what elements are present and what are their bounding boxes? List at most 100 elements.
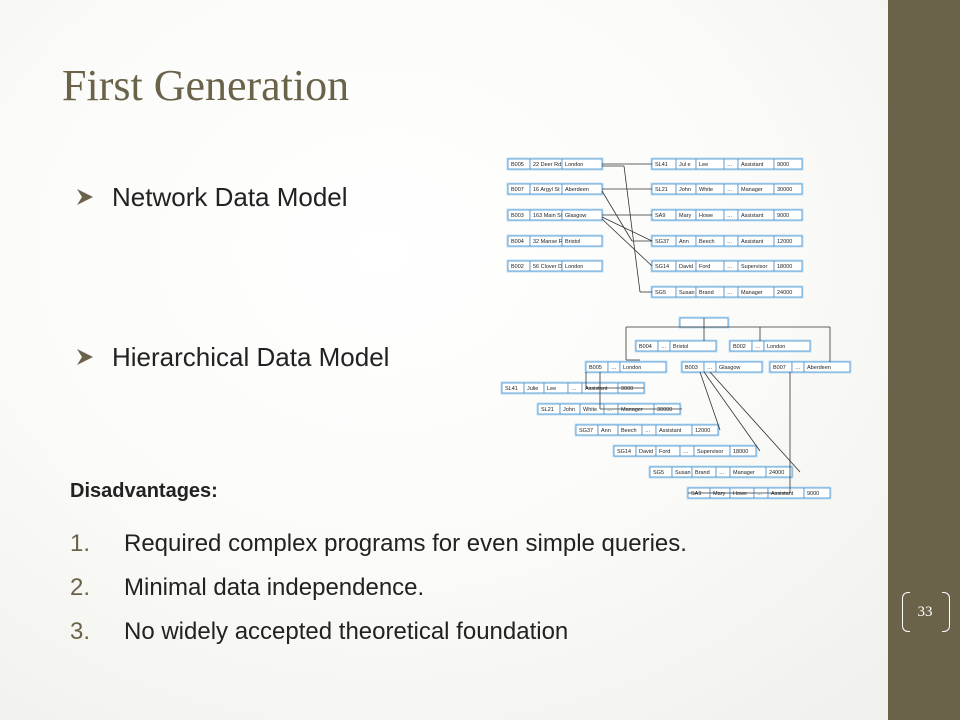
record-cell-text: Brand (699, 290, 714, 296)
connector-line (601, 190, 633, 242)
record-cell (803, 361, 851, 373)
record-cell-text: Ann (679, 239, 689, 245)
record-cell-text: SL41 (505, 386, 518, 392)
record-cell-text: … (727, 213, 733, 219)
record-cell-text: Assistant (585, 386, 608, 392)
record-cell (561, 235, 603, 247)
record-cell-text: David (679, 264, 693, 270)
record-cell-text: London (565, 162, 583, 168)
record-cell-text: SG37 (579, 428, 593, 434)
record-cell (619, 361, 667, 373)
record-cell (803, 487, 831, 499)
record-cell-text: Ford (659, 449, 670, 455)
record-cell-text: Supervisor (697, 449, 723, 455)
record-cell-text: … (683, 449, 689, 455)
record-cell-text: SG14 (617, 449, 631, 455)
record-cell-text: Aberdeen (807, 365, 831, 371)
record-cell-text: 16 Argyl St (533, 187, 560, 193)
list-item: 1. Required complex programs for even si… (70, 522, 687, 566)
connector-line (601, 218, 653, 267)
record-cell-text: Mary (679, 213, 691, 219)
record-cell-text: 9000 (777, 213, 789, 219)
record-cell-text: Supervisor (741, 264, 767, 270)
record-cell-text: B002 (511, 264, 524, 270)
record-cell-text: B003 (511, 213, 524, 219)
record-cell-text: London (565, 264, 583, 270)
record-cell-text: Ann (601, 428, 611, 434)
page-number-bracket-left (902, 592, 910, 632)
record-cell-text: Bristol (565, 239, 580, 245)
record-cell-text: Howe (733, 491, 747, 497)
record-cell-text: 18000 (733, 449, 748, 455)
record-cell-text: 24000 (777, 290, 792, 296)
record-cell-text: 22 Deer Rd (533, 162, 561, 168)
record-cell-text: SA9 (691, 491, 701, 497)
record-cell-text: Jul e (679, 162, 691, 168)
record-cell-text: 30000 (777, 187, 792, 193)
record-cell-text: Brand (695, 470, 710, 476)
record-cell (773, 235, 803, 247)
record-cell (773, 286, 803, 298)
record-cell-text: White (699, 187, 713, 193)
record-cell-text: … (727, 239, 733, 245)
record-cell (773, 209, 803, 221)
record-cell (765, 466, 793, 478)
record-cell-text: Mary (713, 491, 725, 497)
record-cell-text: … (707, 365, 713, 371)
record-cell-text: Manager (621, 407, 643, 413)
record-cell-text: … (757, 491, 763, 497)
record-cell-text: 163 Main St (533, 213, 563, 219)
record-cell-text: SG5 (655, 290, 666, 296)
arrow-right-icon (74, 186, 100, 208)
record-cell-text: White (583, 407, 597, 413)
connector-line (699, 371, 721, 431)
connector-line (601, 216, 653, 242)
branch-record: B007…Aberdeen (768, 360, 852, 374)
record-cell-text: Bristol (673, 344, 688, 350)
record-cell-text: … (611, 365, 617, 371)
record-cell-text: Ford (699, 264, 710, 270)
list-item: 3. No widely accepted theoretical founda… (70, 610, 687, 654)
slide-title: First Generation (62, 61, 350, 110)
record-cell-text: Assistant (741, 239, 764, 245)
record-cell (729, 445, 757, 457)
record-cell-text: 24000 (769, 470, 784, 476)
record-cell-text: … (571, 386, 577, 392)
record-cell-text: SA9 (655, 213, 665, 219)
record-cell-text: Manager (741, 290, 763, 296)
record-cell-text: Beech (699, 239, 715, 245)
record-cell-text: … (727, 264, 733, 270)
record-cell-text: B005 (589, 365, 602, 371)
record-cell-text: B002 (733, 344, 746, 350)
branch-record: B003…Glasgow (680, 360, 764, 374)
record-cell-text: … (795, 365, 801, 371)
arrow-right-icon (74, 346, 100, 368)
record-cell-text: SG37 (655, 239, 669, 245)
record-cell-text: Aberdeen (565, 187, 589, 193)
record-cell-text: 12000 (777, 239, 792, 245)
record-cell-text: Lee (699, 162, 708, 168)
record-cell-text: B004 (639, 344, 652, 350)
record-cell-text: David (639, 449, 653, 455)
record-cell-text: Manager (733, 470, 755, 476)
bullet-network-data-model: Network Data Model (74, 180, 348, 214)
record-cell-text: 9000 (621, 386, 633, 392)
record-cell-text: Julie (527, 386, 538, 392)
record-cell-text: Howe (699, 213, 713, 219)
record-cell-text: 30000 (657, 407, 672, 413)
connector-line (709, 371, 801, 473)
record-cell-text: 32 Manse Rd (533, 239, 566, 245)
record-cell-text: … (607, 407, 613, 413)
